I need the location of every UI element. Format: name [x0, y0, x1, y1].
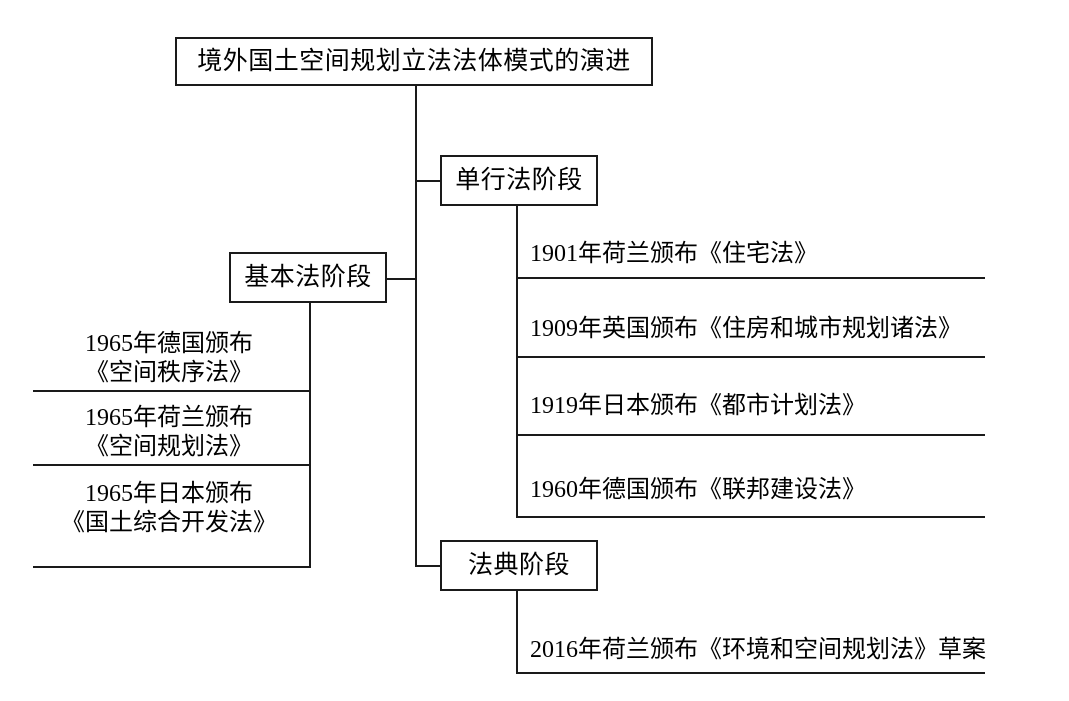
list-item-text-line1: 1965年荷兰颁布: [85, 405, 253, 431]
list-item-text: 1919年日本颁布《都市计划法》: [530, 393, 866, 419]
list-item-basic-law-3: 1965年日本颁布 《国土综合开发法》: [33, 480, 305, 539]
root-node-label: 境外国土空间规划立法法体模式的演进: [197, 47, 631, 75]
list-item-single-law-4: 1960年德国颁布《联邦建设法》: [530, 476, 990, 505]
list-item-text: 1960年德国颁布《联邦建设法》: [530, 477, 866, 503]
branch-label-code-stage: 法典阶段: [467, 551, 570, 579]
list-item-text-line1: 1965年日本颁布: [85, 481, 253, 507]
main-trunk-vertical: [415, 86, 417, 566]
connector-basic-law: [385, 278, 416, 280]
branch-node-basic-law: 基本法阶段: [229, 252, 387, 303]
list-item-text: 1901年荷兰颁布《住宅法》: [530, 241, 818, 267]
list-item-text-line1: 1965年德国颁布: [85, 331, 253, 357]
branch-label-single-law: 单行法阶段: [455, 166, 583, 194]
separator-single-law-2: [516, 356, 985, 358]
list-item-text-line2: 《国土综合开发法》: [61, 510, 277, 537]
separator-single-law-4: [516, 516, 985, 518]
separator-basic-law-2: [33, 464, 311, 466]
list-item-single-law-3: 1919年日本颁布《都市计划法》: [530, 392, 990, 421]
separator-basic-law-3: [33, 566, 311, 568]
branch-node-code-stage: 法典阶段: [440, 540, 598, 591]
branch-node-single-law: 单行法阶段: [440, 155, 598, 206]
list-item-text-line2: 《空间规划法》: [85, 434, 253, 461]
list-item-basic-law-2: 1965年荷兰颁布 《空间规划法》: [33, 404, 305, 463]
connector-single-law: [415, 180, 442, 182]
separator-code-stage-1: [516, 672, 985, 674]
list-item-single-law-1: 1901年荷兰颁布《住宅法》: [530, 240, 990, 269]
code-stage-list-spine: [516, 590, 518, 673]
list-item-basic-law-1: 1965年德国颁布 《空间秩序法》: [33, 330, 305, 389]
list-item-code-stage-1: 2016年荷兰颁布《环境和空间规划法》草案: [530, 636, 1020, 665]
basic-law-list-spine: [309, 302, 311, 567]
connector-code-stage: [415, 565, 442, 567]
list-item-text: 1909年英国颁布《住房和城市规划诸法》: [530, 316, 962, 342]
separator-single-law-1: [516, 277, 985, 279]
separator-single-law-3: [516, 434, 985, 436]
single-law-list-spine: [516, 205, 518, 517]
list-item-text-line2: 《空间秩序法》: [85, 360, 253, 387]
list-item-text: 2016年荷兰颁布《环境和空间规划法》草案: [530, 637, 986, 663]
separator-basic-law-1: [33, 390, 311, 392]
root-node-box: 境外国土空间规划立法法体模式的演进: [175, 37, 653, 86]
branch-label-basic-law: 基本法阶段: [244, 263, 372, 291]
list-item-single-law-2: 1909年英国颁布《住房和城市规划诸法》: [530, 315, 990, 344]
